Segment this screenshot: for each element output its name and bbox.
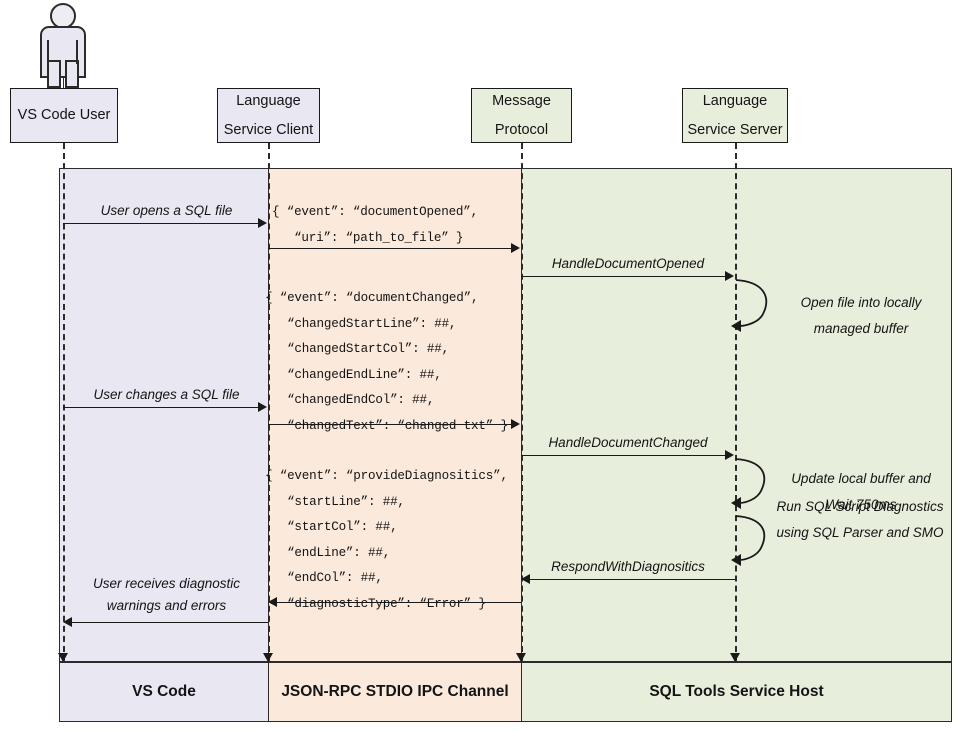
payload-document-opened: { “event”: “documentOpened”, “uri”: “pat… (272, 205, 479, 245)
payload-document-changed: { “event”: “documentChanged”, “changedSt… (265, 291, 508, 433)
message-label-respond-with-diagnositics: RespondWithDiagnositics (551, 559, 705, 574)
note-run-sql-diagnostics: Run SQL Script Diagnostics using SQL Par… (776, 499, 944, 540)
lifeline-language-service-server (735, 143, 737, 662)
footer-sql-tools-service-host: SQL Tools Service Host (521, 662, 952, 722)
message-arrowhead-user-changes-sql-file (258, 402, 267, 412)
footer-json-rpc-stdio-ipc-channel: JSON-RPC STDIO IPC Channel (268, 662, 522, 722)
participant-label-line2: Service Server (687, 121, 783, 138)
lifeline-language-service-client (268, 143, 270, 662)
lifeline-stub-vs-code-user (63, 78, 64, 88)
lifeline-end-arrow-vs-code-user (58, 653, 68, 662)
self-loop-run-diagnostics (731, 515, 766, 566)
person-icon-arm-notch-left (47, 40, 50, 64)
message-arrowhead-handle-document-opened (725, 271, 734, 281)
participant-label-line1: Message (492, 93, 551, 110)
participant-label-line1: VS Code User (17, 107, 111, 124)
message-label-user-opens-sql-file: User opens a SQL file (100, 203, 233, 218)
band-vs-code (59, 168, 269, 662)
message-arrowhead-respond-with-diagnositics (521, 574, 530, 584)
note-update-buffer-wait: Update local buffer and Wait 750ms (791, 471, 931, 512)
participant-label-line1: Language (702, 93, 768, 110)
message-line-user-opens-sql-file (63, 223, 259, 224)
lifeline-end-arrow-language-service-client (263, 653, 273, 662)
participant-label-line2: Service Client (223, 121, 314, 138)
footer-label: VS Code (132, 683, 196, 700)
participant-label-line2: Protocol (494, 121, 549, 138)
participant-vs-code-user[interactable]: VS Code User (10, 88, 118, 143)
message-line-user-changes-sql-file (63, 407, 259, 408)
person-icon-leg-right (65, 60, 79, 88)
message-arrowhead-handle-document-changed (725, 450, 734, 460)
participant-label-line1: Language (236, 93, 301, 110)
person-icon-arm-notch-right (76, 40, 79, 64)
message-line-handle-document-changed (521, 455, 726, 456)
message-line-document-opened-to-protocol (268, 248, 512, 249)
lifeline-vs-code-user (63, 143, 65, 662)
message-label-user-receives-diagnostics: User receives diagnostic warnings and er… (92, 576, 241, 614)
message-arrowhead-user-receives-diagnostics (63, 617, 72, 627)
lifeline-message-protocol (521, 143, 523, 662)
lifeline-end-arrow-message-protocol (516, 653, 526, 662)
footer-label: SQL Tools Service Host (649, 683, 824, 700)
band-json-rpc (268, 168, 522, 662)
message-label-user-changes-sql-file: User changes a SQL file (93, 387, 240, 402)
message-line-diagnostics-to-client (277, 602, 521, 603)
footer-label: JSON-RPC STDIO IPC Channel (281, 683, 509, 700)
message-label-handle-document-opened: HandleDocumentOpened (551, 256, 705, 271)
message-label-handle-document-changed: HandleDocumentChanged (548, 435, 708, 450)
person-icon-leg-left (47, 60, 61, 88)
message-arrowhead-diagnostics-to-client (268, 597, 277, 607)
message-line-handle-document-opened (521, 276, 726, 277)
note-open-file-into-buffer: Open file into locally managed buffer (800, 295, 922, 336)
lifeline-end-arrow-language-service-server (730, 653, 740, 662)
participant-language-service-client[interactable]: Language Service Client (217, 88, 320, 143)
message-arrowhead-document-opened-to-protocol (511, 243, 520, 253)
participant-language-service-server[interactable]: Language Service Server (682, 88, 788, 143)
footer-vs-code: VS Code (59, 662, 269, 722)
message-line-user-receives-diagnostics (72, 622, 268, 623)
self-loop-update-buffer (731, 458, 766, 509)
message-line-respond-with-diagnositics (530, 579, 735, 580)
message-arrowhead-user-opens-sql-file (258, 218, 267, 228)
self-loop-open-file (731, 279, 768, 332)
payload-provide-diagnositics: { “event”: “provideDiagnositics”, “start… (265, 469, 508, 611)
participant-message-protocol[interactable]: Message Protocol (471, 88, 572, 143)
message-arrowhead-document-changed-to-protocol (511, 419, 520, 429)
message-line-document-changed-to-protocol (268, 424, 512, 425)
